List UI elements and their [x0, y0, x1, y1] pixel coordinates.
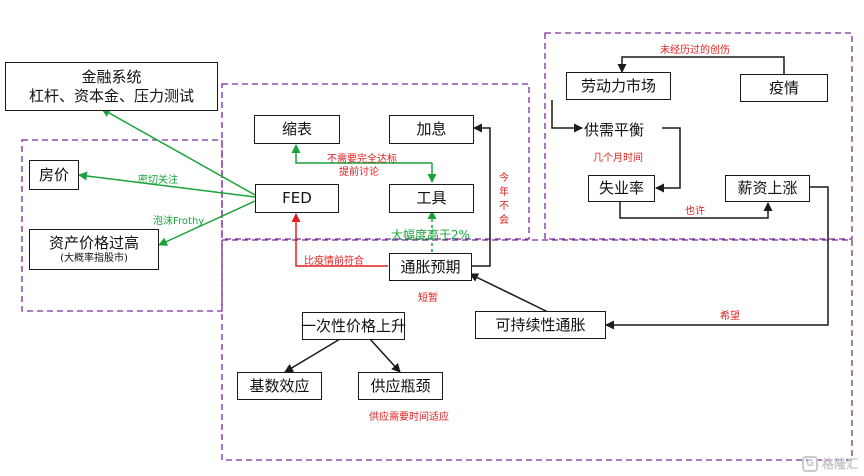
arrow-fed-to-housing: [78, 171, 256, 198]
node-tool: 工具: [389, 184, 474, 213]
node-financial-system: 金融系统 杠杆、资本金、压力测试: [5, 62, 218, 111]
node-rate-hike: 加息: [389, 115, 474, 144]
label-no-need-meet: 不需要完全达标: [327, 154, 397, 165]
arrow-wage-to-persistent: [605, 186, 829, 330]
supply-bottleneck-label: 供应瓶颈: [370, 376, 431, 395]
label-hope: 希望: [720, 311, 740, 322]
node-pandemic: 疫情: [740, 74, 828, 102]
node-housing-price: 房价: [29, 160, 79, 190]
label-short-term: 短暂: [418, 293, 438, 304]
label-early-discuss: 提前讨论: [339, 167, 379, 178]
region-labor: [544, 32, 853, 240]
asset-price-note: (大概率指股市): [60, 252, 128, 264]
node-unemployment: 失业率: [588, 175, 655, 202]
unemployment-label: 失业率: [598, 179, 644, 198]
fed-label: FED: [282, 189, 312, 208]
housing-price-label: 房价: [38, 165, 69, 184]
supply-demand-balance: 供需平衡: [584, 121, 645, 139]
node-asset-price: 资产价格过高 (大概率指股市): [29, 229, 159, 270]
region-asset-prices: [21, 139, 223, 312]
label-close-watch: 密切关注: [138, 175, 178, 186]
arrow-pandemic-to-labor: [617, 56, 785, 74]
arrow-fed-to-asset-price: [158, 200, 256, 246]
arrow-inflation-to-rate-hike: [472, 123, 491, 267]
pandemic-label: 疫情: [768, 78, 799, 97]
arrow-unemployment-to-wage: [619, 201, 773, 219]
arrow-persistent-to-inflation: [469, 273, 549, 313]
taper-label: 缩表: [281, 120, 312, 139]
base-effect-label: 基数效应: [249, 376, 310, 395]
arrow-fed-to-financial-system: [101, 108, 256, 196]
node-inflation-expectation: 通胀预期: [389, 253, 472, 281]
arrow-one-time-to-base-effect: [284, 338, 341, 373]
label-unprecedented-wound: 未经历过的创伤: [660, 45, 730, 56]
label-supply-time: 供应需要时间适应: [369, 412, 449, 423]
node-fed: FED: [255, 184, 339, 213]
region-inflation: [221, 239, 853, 461]
node-supply-bottleneck: 供应瓶颈: [358, 372, 443, 400]
rate-hike-label: 加息: [416, 120, 447, 139]
arrow-one-time-to-bottleneck: [369, 338, 401, 373]
label-froth: 泡沫Frothy: [153, 216, 205, 227]
labor-market-label: 劳动力市场: [580, 76, 656, 95]
label-several-months: 几个月时间: [593, 153, 643, 164]
inflation-expectation-label: 通胀预期: [400, 257, 461, 276]
watermark-logo-icon: G: [801, 455, 818, 472]
one-time-price-rise-label: 一次性价格上升: [301, 316, 407, 335]
tool-label: 工具: [416, 189, 447, 208]
node-wage-rise: 薪资上涨: [725, 175, 810, 202]
node-persistent-inflation: 可持续性通胀: [475, 311, 606, 339]
node-labor-market: 劳动力市场: [566, 72, 671, 100]
arrow-discuss-to-taper: [291, 144, 432, 164]
region-fed-tools: [221, 83, 530, 240]
arrow-balance-to-unemployment: [655, 127, 681, 193]
arrow-inflation-to-fed: [291, 213, 388, 267]
label-much-above-2pct: 大幅度高于2%: [391, 228, 471, 242]
label-pre-pandemic: 比疫情前符合: [304, 256, 364, 267]
financial-system-title: 金融系统: [81, 67, 142, 86]
label-not-this-year: 今年不会: [499, 173, 509, 226]
financial-system-detail: 杠杆、资本金、压力测试: [28, 86, 194, 105]
wage-rise-label: 薪资上涨: [737, 179, 798, 198]
arrow-labor-to-balance: [551, 100, 583, 133]
label-maybe: 也许: [685, 206, 705, 217]
watermark-text: 格隆汇: [821, 457, 858, 471]
asset-price-title: 资产价格过高: [48, 233, 139, 252]
node-taper: 缩表: [254, 115, 340, 144]
node-base-effect: 基数效应: [237, 372, 322, 400]
persistent-inflation-label: 可持续性通胀: [495, 315, 586, 334]
node-one-time-price-rise: 一次性价格上升: [301, 312, 407, 340]
watermark: G 格隆汇: [801, 455, 858, 472]
